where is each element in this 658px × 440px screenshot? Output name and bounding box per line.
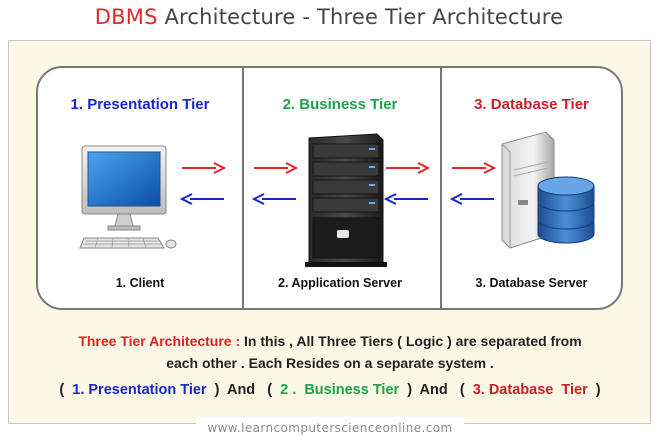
- arrow-left-icon: [450, 193, 494, 205]
- database-server-icon: [501, 131, 595, 249]
- desktop-computer-icon: [79, 145, 177, 249]
- tier-divider: [440, 68, 442, 308]
- arrow-right-icon: [452, 162, 496, 174]
- description-lead: Three Tier Architecture :: [78, 333, 241, 349]
- tiers-summary: ( 1. Presentation Tier ) And ( 2 . Busin…: [59, 382, 601, 398]
- arrow-right-icon: [386, 162, 430, 174]
- tier-divider: [242, 68, 244, 308]
- database-server-label: 3. Database Server: [475, 276, 588, 290]
- arrow-right-icon: [254, 162, 298, 174]
- client-label: 1. Client: [115, 276, 165, 290]
- tier-title-business: 2. Business Tier: [282, 96, 398, 113]
- page-title: DBMS Architecture - Three Tier Architect…: [0, 5, 658, 29]
- description-line-1: Three Tier Architecture : In this , All …: [40, 330, 620, 352]
- arrow-right-icon: [182, 162, 226, 174]
- tier-title-presentation: 1. Presentation Tier: [70, 96, 210, 113]
- summary-database-tier: 3. Database Tier: [472, 382, 588, 398]
- summary-presentation-tier: 1. Presentation Tier: [72, 382, 207, 398]
- tier-title-database: 3. Database Tier: [474, 96, 589, 113]
- application-server-label: 2. Application Server: [278, 276, 402, 290]
- arrow-left-icon: [180, 193, 224, 205]
- arrow-left-icon: [384, 193, 428, 205]
- arrow-left-icon: [252, 193, 296, 205]
- footer-url: www.learncomputerscienceonline.com: [196, 417, 464, 439]
- server-tower-icon: [305, 133, 387, 267]
- title-accent: DBMS: [94, 5, 158, 29]
- description-line-2: each other . Each Resides on a separate …: [166, 355, 494, 371]
- title-text: Architecture - Three Tier Architecture: [157, 5, 564, 29]
- description-text: In this , All Three Tiers ( Logic ) are …: [240, 333, 582, 349]
- summary-business-tier: 2 . Business Tier: [280, 382, 400, 398]
